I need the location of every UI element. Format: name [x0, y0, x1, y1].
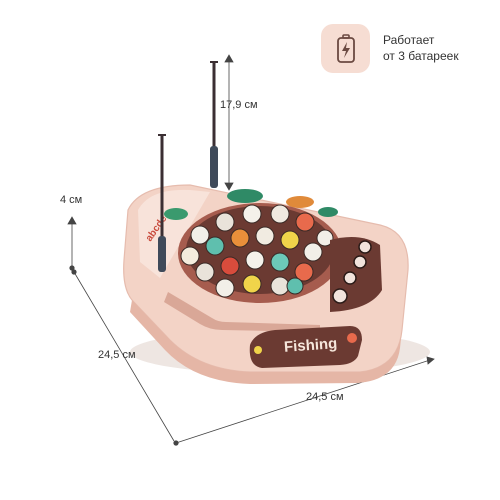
handle-slot — [164, 292, 320, 332]
battery-charging-icon — [336, 33, 355, 63]
width-label: 24,5 см — [306, 391, 344, 403]
fish — [294, 262, 314, 282]
control-panel — [330, 236, 382, 312]
fish — [270, 252, 290, 272]
width-arrow — [426, 356, 435, 365]
fish — [280, 230, 300, 250]
fish — [316, 229, 334, 247]
fish — [230, 228, 250, 248]
rod-grip-right — [210, 146, 218, 188]
battery-badge — [321, 24, 370, 73]
fish — [215, 278, 235, 298]
depth-label: 24,5 см — [98, 349, 136, 361]
fish-group — [180, 204, 334, 298]
battery-info: Работает от 3 батареек — [383, 32, 493, 64]
fishing-rods — [158, 61, 218, 272]
depth-dot-top — [71, 269, 77, 275]
fish — [242, 204, 262, 224]
base-height-dot — [69, 265, 75, 271]
music-button — [353, 255, 367, 269]
fish — [270, 276, 290, 296]
fish — [220, 256, 240, 276]
fish — [205, 236, 225, 256]
depth-line — [73, 271, 175, 442]
power-button — [358, 240, 372, 254]
fish — [245, 250, 265, 270]
fish — [180, 246, 200, 266]
width-line — [175, 359, 431, 444]
base-height-label: 4 см — [60, 194, 83, 206]
fish — [303, 242, 323, 262]
rod-height-arrow-bottom — [224, 182, 234, 191]
battery-info-line-2: от 3 батареек — [383, 49, 459, 63]
dimension-lines — [67, 54, 435, 446]
sound-button — [343, 271, 357, 285]
fish — [255, 226, 275, 246]
base-height-arrow — [67, 216, 77, 225]
left-panel — [138, 189, 210, 278]
toy-base-front — [130, 300, 402, 384]
fish — [270, 204, 290, 224]
fish — [242, 274, 262, 294]
brand-plaque — [249, 326, 362, 368]
fish — [195, 262, 215, 282]
fish — [190, 225, 210, 245]
battery-info-line-1: Работает — [383, 33, 435, 47]
rod-grip-left — [158, 236, 166, 272]
brand-plaque-body — [249, 326, 362, 368]
rod-height-label: 17,9 см — [220, 99, 258, 111]
fish — [286, 277, 304, 295]
rod-height-arrow-top — [224, 54, 234, 63]
start-button — [332, 288, 348, 304]
rim-plants — [164, 189, 338, 220]
fish — [295, 212, 315, 232]
fish — [215, 212, 235, 232]
